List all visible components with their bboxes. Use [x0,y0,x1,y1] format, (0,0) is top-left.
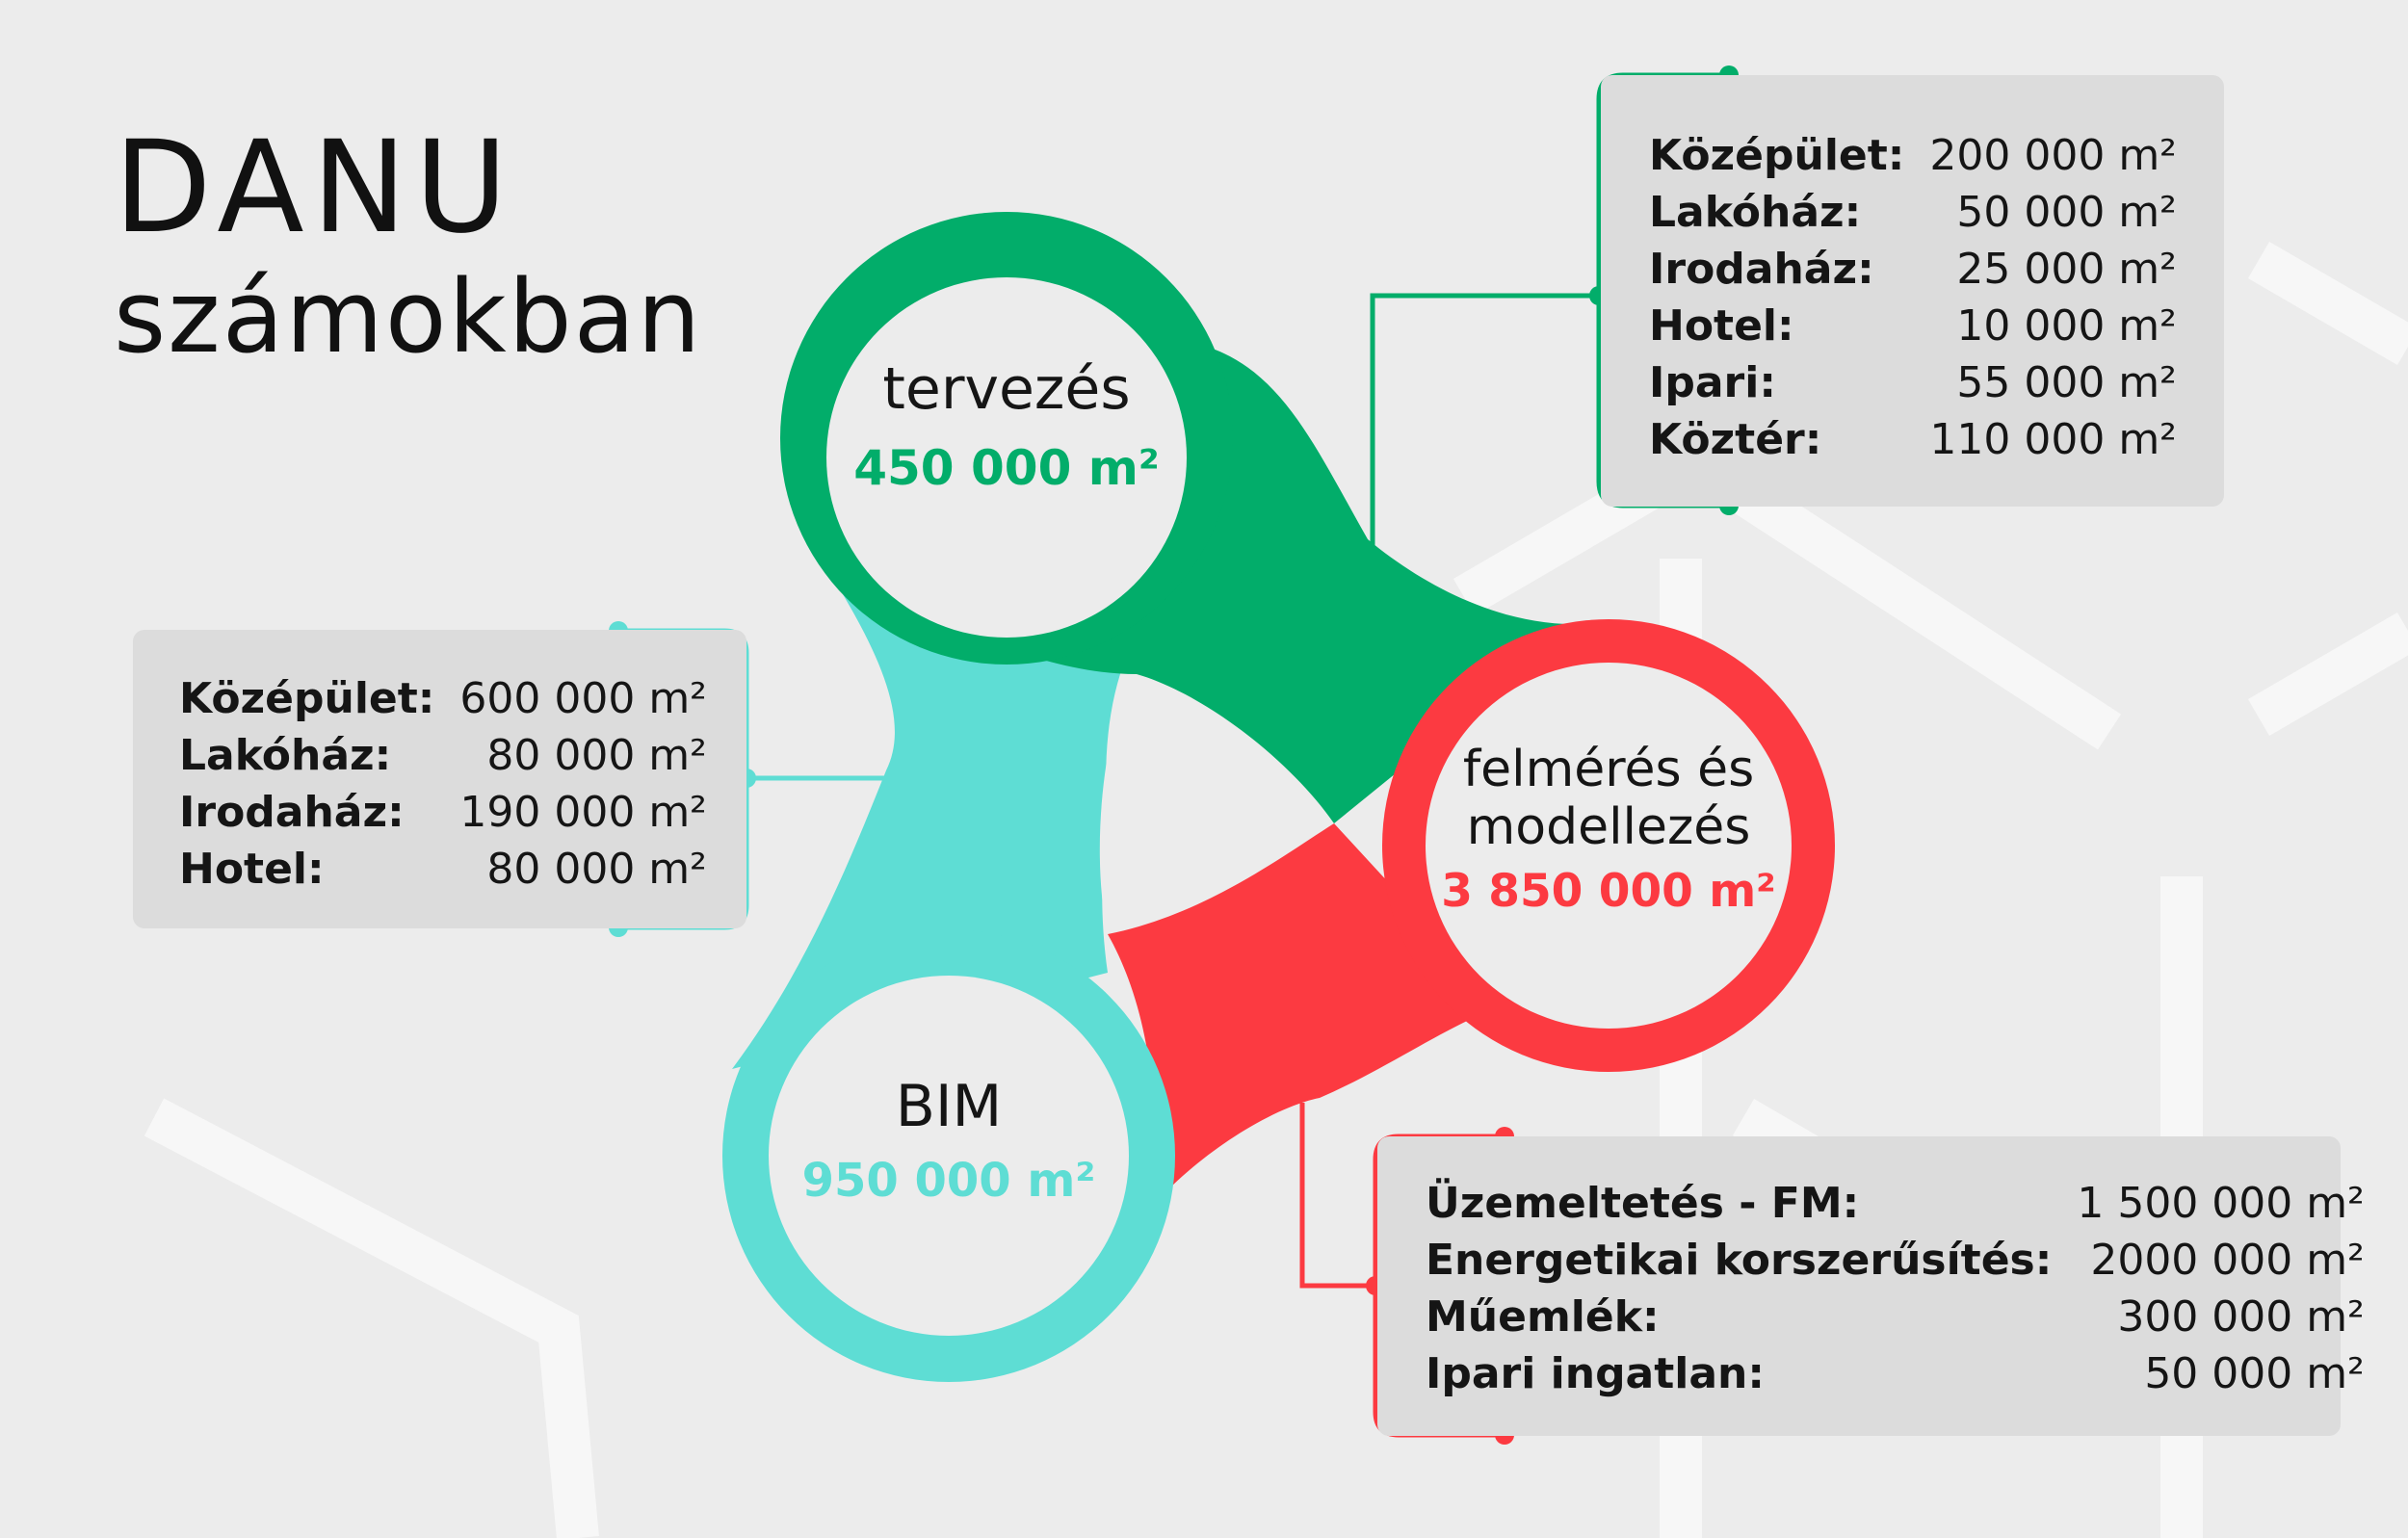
tervezes-value: 450 000 m² [853,440,1160,496]
row-key: Üzemeltetés - FM: [1426,1178,1860,1228]
tervezes-hub [826,277,1187,638]
felmeres-label-line2: modellezés [1466,797,1751,856]
row-value: 1 500 000 m² [2077,1178,2365,1228]
row-key: Ipari ingatlan: [1426,1348,1765,1398]
row-key: Középület: [1649,130,1905,180]
table-row: Középület: 200 000 m² [1649,127,2177,184]
bim-hub [769,976,1129,1336]
row-key: Műemlék: [1426,1291,1660,1342]
chevron-decoration [2247,241,2408,366]
page-title: DANU [114,114,515,262]
table-row: Ipari: 55 000 m² [1649,354,2177,411]
row-key: Lakóház: [1649,187,1862,237]
row-key: Ipari: [1649,357,1776,407]
row-value: 190 000 m² [459,787,707,837]
center-hole [1099,679,1334,934]
felmeres-breakdown-panel: Üzemeltetés - FM: 1 500 000 m² Energetik… [1377,1136,2365,1436]
row-key: Energetikai korszerűsítés: [1426,1235,2053,1285]
chevron-decoration [144,1098,599,1538]
row-value: 50 000 m² [2144,1348,2365,1398]
row-value: 10 000 m² [1956,300,2177,351]
table-row: Műemlék: 300 000 m² [1426,1289,2365,1345]
felmeres-hub-text: felmérés és modellezés 3 850 000 m² [1416,741,1801,918]
table-row: Lakóház: 50 000 m² [1649,184,2177,241]
row-key: Irodaház: [1649,244,1874,294]
table-row: Üzemeltetés - FM: 1 500 000 m² [1426,1175,2365,1232]
table-row: Lakóház: 80 000 m² [179,727,707,784]
row-value: 300 000 m² [2117,1291,2365,1342]
bim-breakdown-panel: Középület: 600 000 m² Lakóház: 80 000 m²… [133,630,746,928]
row-value: 80 000 m² [486,730,707,780]
bim-breakdown-table: Középület: 600 000 m² Lakóház: 80 000 m²… [179,670,707,898]
table-row: Irodaház: 190 000 m² [179,784,707,841]
row-value: 2000 000 m² [2090,1235,2365,1285]
page-subtitle: számokban [114,258,703,376]
row-key: Irodaház: [179,787,405,837]
row-key: Hotel: [179,844,325,894]
bim-hub-text: BIM 950 000 m² [761,1073,1137,1209]
row-value: 600 000 m² [459,673,707,723]
table-row: Irodaház: 25 000 m² [1649,241,2177,298]
table-row: Hotel: 80 000 m² [179,841,707,898]
tervezes-breakdown-panel: Középület: 200 000 m² Lakóház: 50 000 m²… [1601,75,2224,507]
felmeres-breakdown-table: Üzemeltetés - FM: 1 500 000 m² Energetik… [1426,1175,2365,1402]
row-value: 80 000 m² [486,844,707,894]
tervezes-hub-text: tervezés 450 000 m² [824,355,1190,497]
row-value: 200 000 m² [1929,130,2177,180]
row-value: 55 000 m² [1956,357,2177,407]
row-value: 110 000 m² [1929,414,2177,464]
felmeres-value: 3 850 000 m² [1441,864,1776,918]
felmeres-label-line1: felmérés és [1462,741,1755,798]
bim-label: BIM [895,1073,1003,1140]
row-value: 25 000 m² [1956,244,2177,294]
bim-neck [732,539,1127,1069]
table-row: Hotel: 10 000 m² [1649,298,2177,354]
table-row: Középület: 600 000 m² [179,670,707,727]
tervezes-breakdown-table: Középület: 200 000 m² Lakóház: 50 000 m²… [1649,127,2177,468]
table-row: Köztér: 110 000 m² [1649,411,2177,468]
row-value: 50 000 m² [1956,187,2177,237]
felmeres-hub [1426,663,1792,1029]
row-key: Hotel: [1649,300,1794,351]
tervezes-label: tervezés [882,355,1131,423]
table-row: Energetikai korszerűsítés: 2000 000 m² [1426,1232,2365,1289]
bim-value: 950 000 m² [801,1154,1096,1208]
row-key: Köztér: [1649,414,1822,464]
row-key: Lakóház: [179,730,392,780]
row-key: Középület: [179,673,435,723]
chevron-decoration [2247,612,2408,737]
table-row: Ipari ingatlan: 50 000 m² [1426,1345,2365,1402]
